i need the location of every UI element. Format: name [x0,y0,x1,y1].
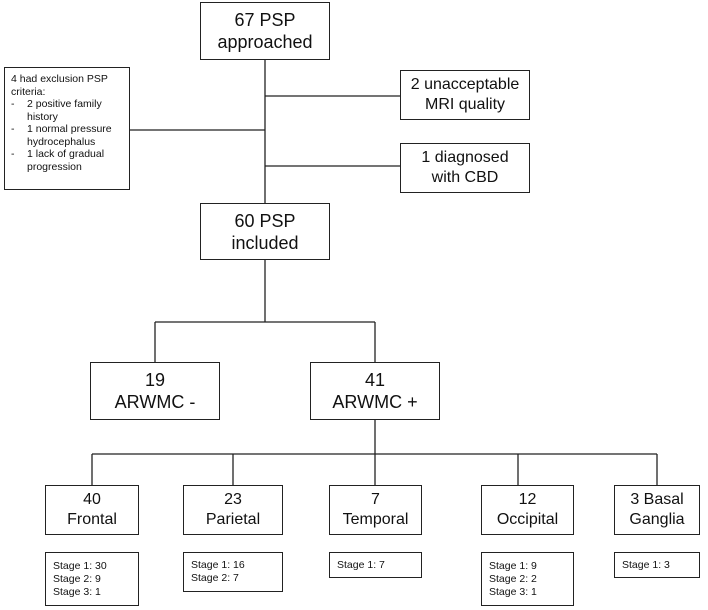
region-box-temporal: 7 Temporal [329,485,422,535]
stage-line: Stage 3: 1 [53,585,101,598]
stage-box-occipital: Stage 1: 9 Stage 2: 2 Stage 3: 1 [481,552,574,606]
arwmc-negative-box: 19 ARWMC - [90,362,220,420]
region-box-frontal: 40 Frontal [45,485,139,535]
approached-count: 67 PSP [234,10,296,30]
arwmc-negative-label: ARWMC - [114,392,196,412]
stage-line: Stage 2: 9 [53,572,101,585]
region-name: Frontal [67,511,117,528]
arwmc-negative-count: 19 [144,370,166,390]
stage-line: Stage 3: 1 [489,585,537,598]
stage-line: Stage 1: 30 [53,559,107,572]
stage-box-frontal: Stage 1: 30 Stage 2: 9 Stage 3: 1 [45,552,139,606]
approached-label: approached [217,32,313,52]
cbd-line1: 1 diagnosed [421,149,509,166]
stage-box-parietal: Stage 1: 16 Stage 2: 7 [183,552,283,592]
included-count: 60 PSP [234,210,296,231]
stage-line: Stage 1: 3 [622,558,670,571]
region-box-parietal: 23 Parietal [183,485,283,535]
region-name: Occipital [496,511,559,528]
stage-box-basal-ganglia: Stage 1: 3 [614,552,700,578]
exclusion-item: 1 lack of gradual progression [11,148,123,173]
region-count: 40 [83,491,101,508]
mri-line1: 2 unacceptable [410,76,520,93]
cbd-excluded-box: 1 diagnosed with CBD [400,143,530,193]
arwmc-positive-box: 41 ARWMC + [310,362,440,420]
region-name: Temporal [342,511,409,528]
stage-box-temporal: Stage 1: 7 [329,552,422,578]
approached-box: 67 PSP approached [200,2,330,60]
region-name: Ganglia [629,511,685,528]
region-name: Parietal [205,511,261,528]
included-label: included [231,232,299,253]
region-count: 3 Basal [630,491,684,508]
exclusion-title: 4 had exclusion PSP criteria: [11,73,108,98]
stage-line: Stage 1: 7 [337,558,385,571]
exclusion-item: 2 positive family history [11,98,123,123]
exclusion-item: 1 normal pressure hydrocephalus [11,123,123,148]
stage-line: Stage 2: 2 [489,572,537,585]
exclusion-list: 2 positive family history 1 normal press… [11,98,123,173]
region-count: 12 [518,491,537,508]
region-box-basal-ganglia: 3 Basal Ganglia [614,485,700,535]
region-count: 23 [224,491,242,508]
stage-line: Stage 1: 16 [191,559,245,571]
mri-line2: MRI quality [424,96,506,113]
arwmc-positive-count: 41 [364,370,386,390]
stage-line: Stage 1: 9 [489,559,537,572]
exclusion-criteria-box: 4 had exclusion PSP criteria: 2 positive… [4,67,130,190]
cbd-line2: with CBD [431,169,499,186]
region-box-occipital: 12 Occipital [481,485,574,535]
region-count: 7 [371,491,380,508]
arwmc-positive-label: ARWMC + [332,392,418,412]
mri-excluded-box: 2 unacceptable MRI quality [400,70,530,120]
stage-line: Stage 2: 7 [191,572,239,584]
included-box: 60 PSP included [200,203,330,260]
